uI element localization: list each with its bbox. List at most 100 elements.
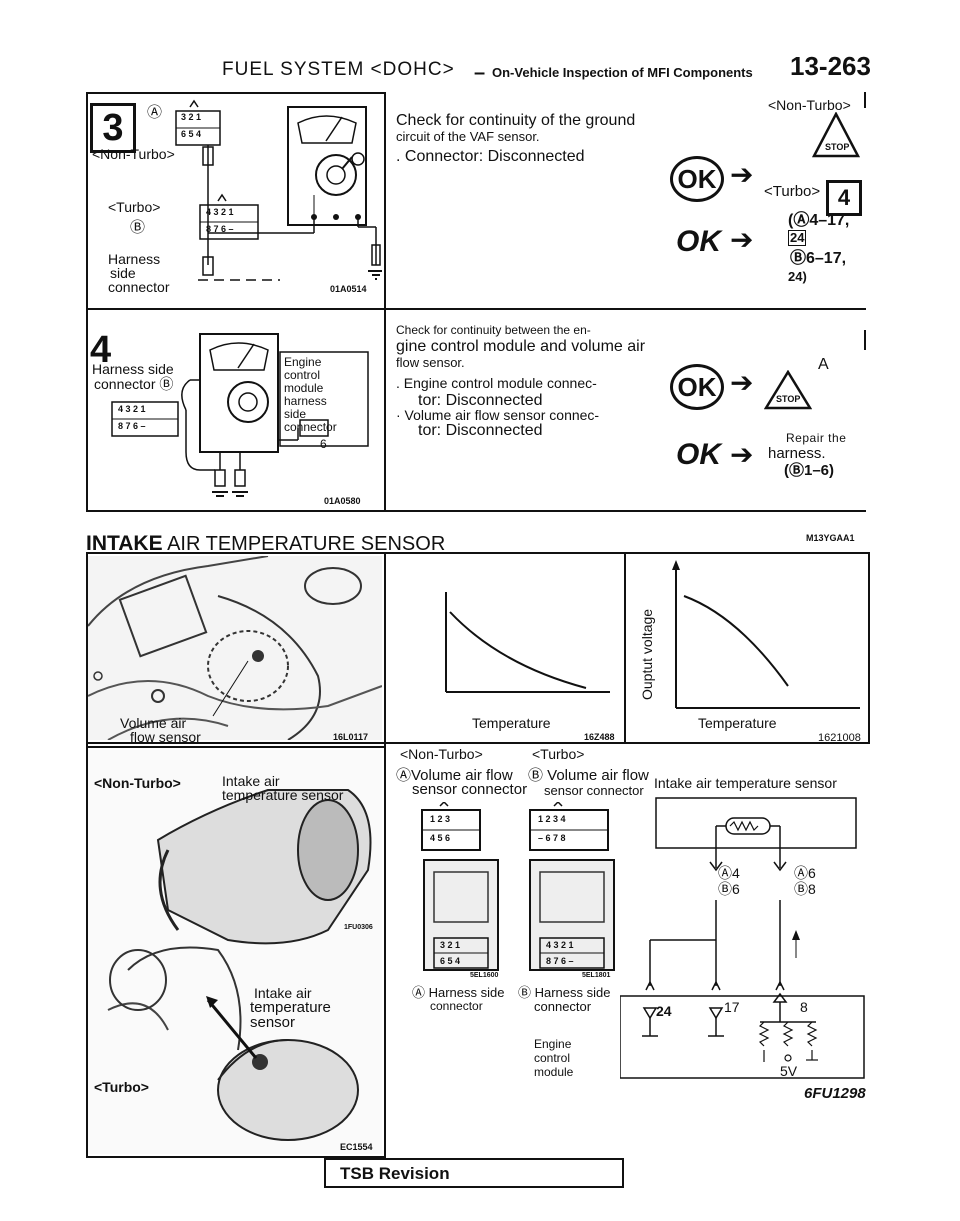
conn-code-b: 5EL1801	[582, 972, 611, 979]
conn-b-row2: – 6 7 8	[538, 833, 566, 843]
conn-a-row1: 1 2 3	[430, 814, 451, 824]
connector-a-photo	[423, 859, 499, 971]
multimeter	[287, 106, 367, 226]
header-dash: –	[474, 62, 486, 84]
conn-harness-b-2: connector	[534, 999, 592, 1014]
step3-repair-2: 24	[788, 230, 807, 247]
connector-b-photo	[529, 859, 615, 971]
conn-a-row2: 4 5 6	[430, 833, 451, 843]
step4-text-5: tor: Disconnected	[418, 392, 543, 409]
arrow-right-icon: ➔	[730, 439, 754, 470]
circuit-b8: Ⓑ8	[794, 881, 816, 897]
step4-ng-mark: OK	[676, 438, 721, 471]
step3-harness-label-1: Harness	[108, 251, 161, 267]
step4-repair-3: (Ⓑ1–6)	[784, 462, 835, 479]
step4-ecm-5: side	[284, 407, 307, 421]
step3-text-1: Check for continuity of the ground	[396, 112, 636, 129]
circuit-ecm-3: module	[534, 1065, 574, 1079]
step4-conn-row1: 4 3 2 1	[118, 404, 146, 414]
tsb-revision-box: TSB Revision	[324, 1158, 624, 1188]
step3-conn-a-row2: 6 5 4	[181, 129, 202, 139]
arrow-right-icon: ➔	[730, 367, 754, 398]
step3-repair-4: 24)	[788, 269, 807, 284]
photo1-label-2: flow sensor	[130, 729, 201, 745]
section-code: M13YGAA1	[806, 533, 855, 543]
graph2-ylabel: Ouptut voltage	[639, 608, 655, 700]
step4-repair-1: Repair the	[786, 431, 847, 445]
step4-text-3: flow sensor.	[396, 355, 465, 370]
photo1-code: 16L0117	[333, 732, 369, 742]
arrow-icon	[206, 996, 218, 1008]
step3-conn-b-row2: 8 7 6 –	[206, 224, 234, 234]
conn-b-label-1: Ⓑ Volume air flow	[528, 767, 649, 784]
graph1-curve	[449, 611, 587, 689]
conn-code-a: 5EL1600	[470, 972, 499, 979]
photo2-label-bot-3: sensor	[250, 1014, 296, 1031]
graph2-curve	[683, 595, 789, 687]
sensor-photo	[88, 750, 382, 1154]
circuit-b6: Ⓑ6	[718, 881, 740, 897]
step3-b-mark: Ⓑ	[130, 219, 146, 236]
step4-pin: 6	[320, 437, 327, 451]
step3-harness-label-3: connector	[108, 279, 170, 295]
arrow-right-icon: ➔	[730, 159, 754, 190]
step4-text-1: Check for continuity between the en-	[396, 323, 591, 337]
step4-repair-2: harness.	[768, 445, 826, 462]
photo2-code: EC1554	[340, 1142, 373, 1152]
page-number: 13-263	[790, 51, 871, 81]
circuit-code: 6FU1298	[804, 1085, 866, 1102]
conn-harness-b-1: Ⓑ Harness side	[518, 985, 611, 1000]
step3-figure-code: 01A0514	[330, 284, 367, 294]
step3-stop: STOP	[825, 142, 850, 152]
step3-text-2: circuit of the VAF sensor.	[396, 129, 540, 144]
step4-connector-b: connector Ⓑ	[94, 376, 174, 392]
step4-harness-side: Harness side	[92, 361, 174, 377]
tsb-revision-label: TSB Revision	[340, 1164, 450, 1183]
step-3-number: 3	[90, 103, 136, 153]
step3-repair-3: Ⓑ6–17,	[790, 250, 847, 267]
photo2-label-bot-2: temperature	[250, 999, 331, 1016]
circuit-pin-24: 24	[656, 1003, 672, 1019]
circuit-pin-17: 17	[724, 999, 740, 1015]
graph2	[672, 560, 860, 709]
graph1-code: 16Z488	[584, 732, 615, 742]
step3-conn-b-row1: 4 3 2 1	[206, 207, 234, 217]
connector-drawings	[421, 802, 615, 971]
step4-ecm-4: harness	[284, 394, 327, 408]
step4-conn-row2: 8 7 6 –	[118, 421, 146, 431]
photo1-label-1: Volume air	[120, 715, 187, 731]
photo2-turbo: <Turbo>	[94, 1079, 149, 1095]
step3-repair-1: (Ⓐ4–17,	[788, 212, 850, 229]
step4-text-7: tor: Disconnected	[418, 422, 543, 439]
conn-ha-row1: 3 2 1	[440, 940, 461, 950]
step4-text-6: · Volume air flow sensor connec-	[396, 407, 600, 423]
step3-goto-step: 4	[826, 180, 862, 216]
step3-conn-a-row1: 3 2 1	[181, 112, 202, 122]
step3-non-turbo-result: <Non-Turbo>	[768, 97, 851, 113]
graph2-xlabel: Temperature	[698, 715, 777, 731]
photo2-label-bot-1: Intake air	[254, 985, 312, 1001]
section-title: INTAKE AIR TEMPERATURE SENSOR	[86, 532, 445, 555]
step3-ok-mark: OK	[670, 156, 724, 202]
conn-a-label-2: sensor connector	[412, 781, 528, 798]
circuit-pin-8: 8	[800, 999, 808, 1015]
circuit-a6: Ⓐ6	[794, 865, 816, 881]
multimeter	[199, 333, 279, 453]
step3-text-3: . Connector: Disconnected	[396, 148, 585, 165]
conn-hb-row2: 8 7 6 –	[546, 956, 574, 966]
circuit-a4: Ⓐ4	[718, 865, 740, 881]
step3-ng-mark: OK	[676, 225, 721, 258]
step3-turbo-result: <Turbo>	[764, 183, 821, 200]
engine-photo	[88, 556, 382, 740]
sensor-box	[655, 797, 857, 849]
circuit-diagram	[620, 797, 865, 1079]
section-title-rest: AIR TEMPERATURE SENSOR	[162, 533, 446, 555]
circuit-5v: 5V	[780, 1063, 798, 1079]
step4-text-4: . Engine control module connec-	[396, 375, 597, 391]
photo2-label-top-2: temperature sensor	[222, 787, 344, 803]
conn-turbo: <Turbo>	[532, 746, 585, 762]
step3-a-mark: Ⓐ	[147, 104, 163, 121]
conn-harness-a-2: connector	[430, 999, 483, 1013]
conn-a-label-1: ⒶVolume air flow	[396, 767, 513, 784]
stop-sign-icon	[812, 112, 860, 158]
